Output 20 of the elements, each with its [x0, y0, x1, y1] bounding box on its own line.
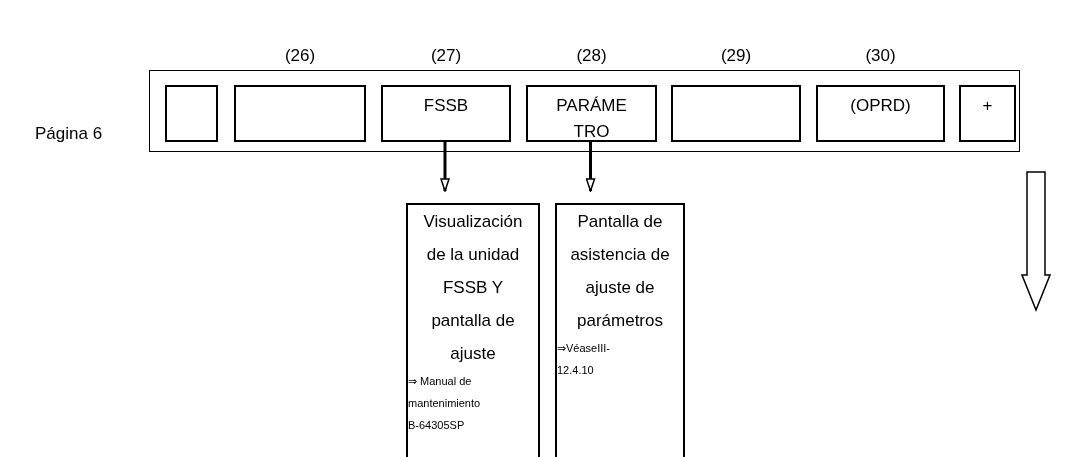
- key-number: (27): [430, 45, 462, 67]
- key-number: (28): [576, 45, 607, 67]
- page-label: Página 6: [35, 123, 103, 145]
- reference-text: ⇒ Manual de mantenimiento B-64305SP: [408, 374, 482, 433]
- description-text: Visualización de la unidad FSSB Y pantalla de ajuste: [422, 211, 524, 365]
- key-number: (26): [284, 45, 316, 67]
- description-box: [555, 203, 685, 457]
- arrow: [585, 141, 596, 192]
- key-label: FSSB: [423, 95, 469, 117]
- key-label: PARÁMETRO: [555, 95, 628, 143]
- reference-text: ⇒VéaseIII-12.4.10: [557, 341, 612, 378]
- description-text: Pantalla de asistencia de ajuste de parámetros: [569, 211, 671, 332]
- key-label: (OPRD): [850, 95, 911, 117]
- arrow: [440, 141, 450, 192]
- key-number: (29): [720, 45, 752, 67]
- description-box: [406, 203, 540, 457]
- key-number: (30): [865, 45, 896, 67]
- empty-key-box: [165, 85, 218, 142]
- key-box: [959, 85, 1016, 142]
- key-label: +: [982, 95, 993, 117]
